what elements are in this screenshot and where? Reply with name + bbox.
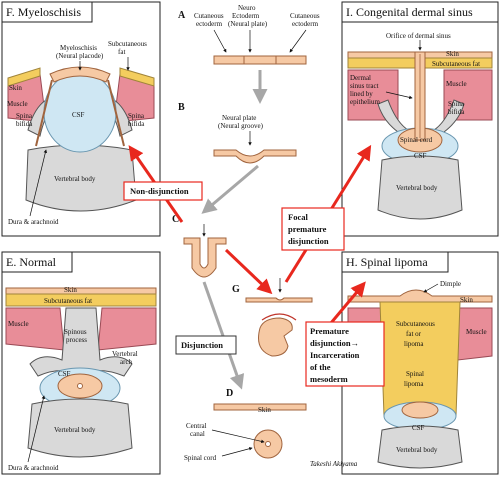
stage-g: G bbox=[232, 278, 313, 357]
label-process: process bbox=[66, 336, 87, 344]
box-nondisjunction-text: Non-disjunction bbox=[130, 186, 189, 196]
label-e-dura: Dura & arachnoid bbox=[8, 464, 59, 472]
box-premature-4: of the bbox=[310, 362, 331, 372]
label-dermal: Dermal bbox=[350, 74, 371, 82]
box-focal-2: premature bbox=[288, 224, 327, 234]
box-focal-1: Focal bbox=[288, 212, 308, 222]
label-cutaneous-right: Cutaneous bbox=[290, 12, 320, 20]
label-epithelium: epithelium bbox=[350, 98, 380, 106]
label-neural-plate: Neural plate bbox=[222, 114, 256, 122]
label-i-spinal-cord: Spinal cord bbox=[400, 136, 433, 144]
label-i-vertebral-body: Vertebral body bbox=[396, 184, 438, 192]
stage-d: D Skin Central canal Spinal cord Takeshi… bbox=[184, 388, 358, 468]
box-focal: Focal premature disjunction bbox=[281, 207, 345, 251]
panel-i-dermal-sinus: I. Congenital dermal sinus Orifice of de… bbox=[341, 1, 499, 237]
label-h-subcutaneous: Subcutaneous bbox=[396, 320, 435, 328]
stage-g-letter: G bbox=[232, 284, 240, 295]
label-d-skin: Skin bbox=[258, 406, 271, 414]
label-ectoderm: Ectoderm bbox=[232, 12, 260, 20]
box-premature-1: Premature bbox=[310, 326, 349, 336]
label-d-spinal-cord: Spinal cord bbox=[184, 454, 217, 462]
box-premature: Premature disjunction→ Incarceration of … bbox=[305, 321, 385, 387]
box-premature-2: disjunction→ bbox=[310, 338, 359, 348]
label-ectoderm-left: ectoderm bbox=[196, 20, 223, 28]
label-h-muscle: Muscle bbox=[466, 328, 487, 336]
label-fat: fat bbox=[118, 48, 125, 56]
label-spina-left: Spina bbox=[16, 112, 33, 120]
label-e-csf: CSF bbox=[58, 370, 71, 378]
fat-right-shape bbox=[119, 67, 155, 87]
label-neural-groove: (Neural groove) bbox=[218, 122, 264, 130]
panel-e-title: E. Normal bbox=[6, 255, 57, 269]
label-muscle: Muscle bbox=[7, 100, 28, 108]
panel-h-spinal-lipoma: H. Spinal lipoma Dimple Skin Subcutaneou… bbox=[341, 251, 499, 475]
label-e-muscle: Muscle bbox=[8, 320, 29, 328]
box-disjunction-text: Disjunction bbox=[181, 340, 223, 350]
label-vertebral: Vertebral bbox=[112, 350, 138, 358]
label-i-muscle: Muscle bbox=[446, 80, 467, 88]
panel-e-normal: E. Normal Skin Subcutaneous fat Muscle S… bbox=[1, 251, 161, 475]
box-nondisjunction: Non-disjunction bbox=[123, 181, 203, 201]
label-fat-or: fat or bbox=[406, 330, 422, 338]
arrow-disjunction bbox=[202, 281, 245, 390]
label-neural-plate-paren: (Neural plate) bbox=[228, 20, 268, 28]
label-ectoderm-right: ectoderm bbox=[292, 20, 319, 28]
panel-f-myeloschisis: F. Myeloschisis Myeloschisis (Neural pla… bbox=[1, 1, 161, 237]
label-h-skin: Skin bbox=[460, 296, 473, 304]
label-i-subcutaneous-fat: Subcutaneous fat bbox=[432, 60, 480, 68]
label-orifice: Orifice of dermal sinus bbox=[386, 32, 451, 40]
label-skin: Skin bbox=[9, 84, 22, 92]
label-sinus-tract: sinus tract bbox=[350, 82, 379, 90]
label-spina-right: Spina bbox=[128, 112, 145, 120]
label-myeloschisis: Myeloschisis bbox=[60, 44, 97, 52]
label-spinous: Spinous bbox=[64, 328, 87, 336]
box-disjunction: Disjunction bbox=[175, 335, 237, 355]
stage-b-letter: B bbox=[178, 102, 185, 113]
arrow-to-g bbox=[224, 248, 273, 295]
label-subcutaneous: Subcutaneous bbox=[108, 40, 147, 48]
stage-c: C bbox=[172, 214, 227, 278]
label-h-lipoma: lipoma bbox=[404, 380, 424, 388]
stage-c-letter: C bbox=[172, 214, 179, 225]
label-bifida-left: bifida bbox=[16, 120, 33, 128]
label-csf: CSF bbox=[72, 111, 85, 119]
panel-h-title: H. Spinal lipoma bbox=[346, 255, 428, 269]
label-i-bifida: bifida bbox=[448, 108, 465, 116]
label-e-skin: Skin bbox=[64, 286, 77, 294]
label-lipoma: lipoma bbox=[404, 340, 424, 348]
label-i-csf: CSF bbox=[414, 152, 427, 160]
box-premature-3: Incarceration bbox=[310, 350, 360, 360]
label-dura: Dura & arachnoid bbox=[8, 218, 59, 226]
label-bifida-right: bifida bbox=[128, 120, 145, 128]
stage-d-letter: D bbox=[226, 388, 233, 399]
fat-left-shape bbox=[7, 67, 41, 87]
label-neuro: Neuro bbox=[238, 4, 256, 12]
label-h-spinal: Spinal bbox=[406, 370, 424, 378]
stage-a: A Neuro Ectoderm (Neural plate) Cutaneou… bbox=[178, 4, 320, 65]
signature: Takeshi Akiyama bbox=[310, 460, 358, 468]
panel-f-title: F. Myeloschisis bbox=[6, 5, 81, 19]
label-vertebral-body: Vertebral body bbox=[54, 175, 96, 183]
panel-i-title: I. Congenital dermal sinus bbox=[346, 5, 473, 19]
label-lined-by: lined by bbox=[350, 90, 373, 98]
label-i-spina: Spina bbox=[448, 100, 465, 108]
label-neural-placode: (Neural placode) bbox=[56, 52, 104, 60]
label-dimple: Dimple bbox=[440, 280, 461, 288]
label-h-csf: CSF bbox=[412, 424, 425, 432]
box-focal-3: disjunction bbox=[288, 236, 329, 246]
label-e-vertebral-body: Vertebral body bbox=[54, 426, 96, 434]
stage-a-letter: A bbox=[178, 10, 186, 21]
label-cutaneous-left: Cutaneous bbox=[194, 12, 224, 20]
label-canal: canal bbox=[190, 430, 205, 438]
label-h-vertebral-body: Vertebral body bbox=[396, 446, 438, 454]
label-central: Central bbox=[186, 422, 207, 430]
label-i-skin: Skin bbox=[446, 50, 459, 58]
label-arch: arch bbox=[120, 358, 133, 366]
box-premature-5: mesoderm bbox=[310, 374, 348, 384]
stage-b: B Neural plate (Neural groove) bbox=[178, 102, 297, 164]
label-e-subcutaneous-fat: Subcutaneous fat bbox=[44, 297, 92, 305]
neural-placode-shape bbox=[49, 66, 111, 83]
